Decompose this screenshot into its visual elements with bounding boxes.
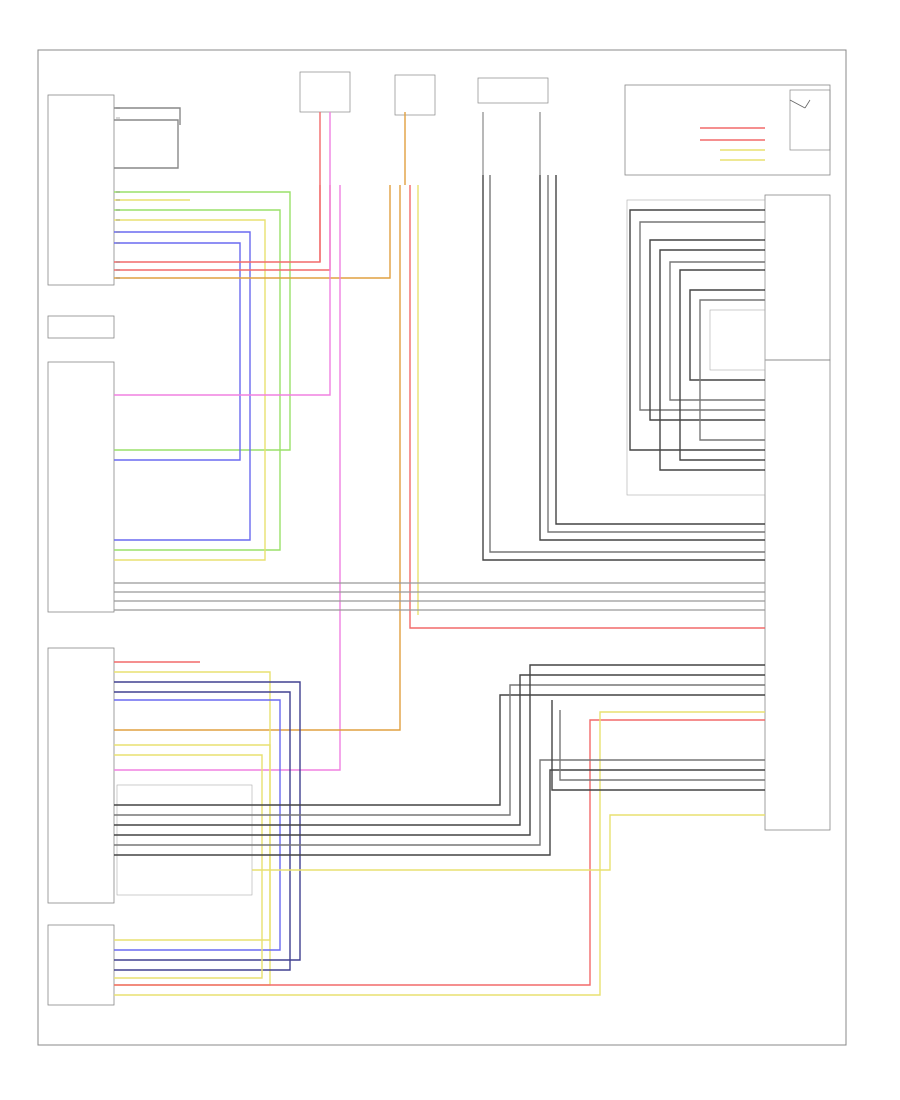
wire-group-black-lower bbox=[114, 664, 765, 856]
component-left-mid bbox=[47, 361, 115, 613]
top-connector-d bbox=[789, 89, 831, 151]
diagram-frame bbox=[37, 49, 847, 1046]
connector-ticks bbox=[116, 107, 764, 471]
wire-group-verticals bbox=[114, 112, 765, 771]
inner-box-right bbox=[709, 309, 766, 371]
inner-box-lower bbox=[116, 784, 253, 896]
wire-group-left-lower bbox=[114, 661, 765, 996]
wire-group-black-bundle bbox=[482, 112, 765, 561]
component-right-lower bbox=[764, 359, 831, 831]
wire-group-gray-bus bbox=[114, 582, 765, 611]
wire-group-right-upper bbox=[629, 127, 765, 471]
component-left-lower bbox=[47, 647, 115, 904]
component-left-top bbox=[47, 94, 115, 286]
inner-box-right-2 bbox=[626, 199, 766, 496]
component-right-upper bbox=[764, 194, 831, 361]
component-right-switch bbox=[624, 84, 831, 176]
component-left-small bbox=[47, 315, 115, 339]
switch-symbol bbox=[789, 99, 811, 109]
wire-group-left-top bbox=[114, 107, 391, 561]
component-left-bottom bbox=[47, 924, 115, 1006]
top-connector-c bbox=[477, 77, 549, 104]
top-connector-b bbox=[394, 74, 436, 116]
top-connector-a bbox=[299, 71, 351, 113]
